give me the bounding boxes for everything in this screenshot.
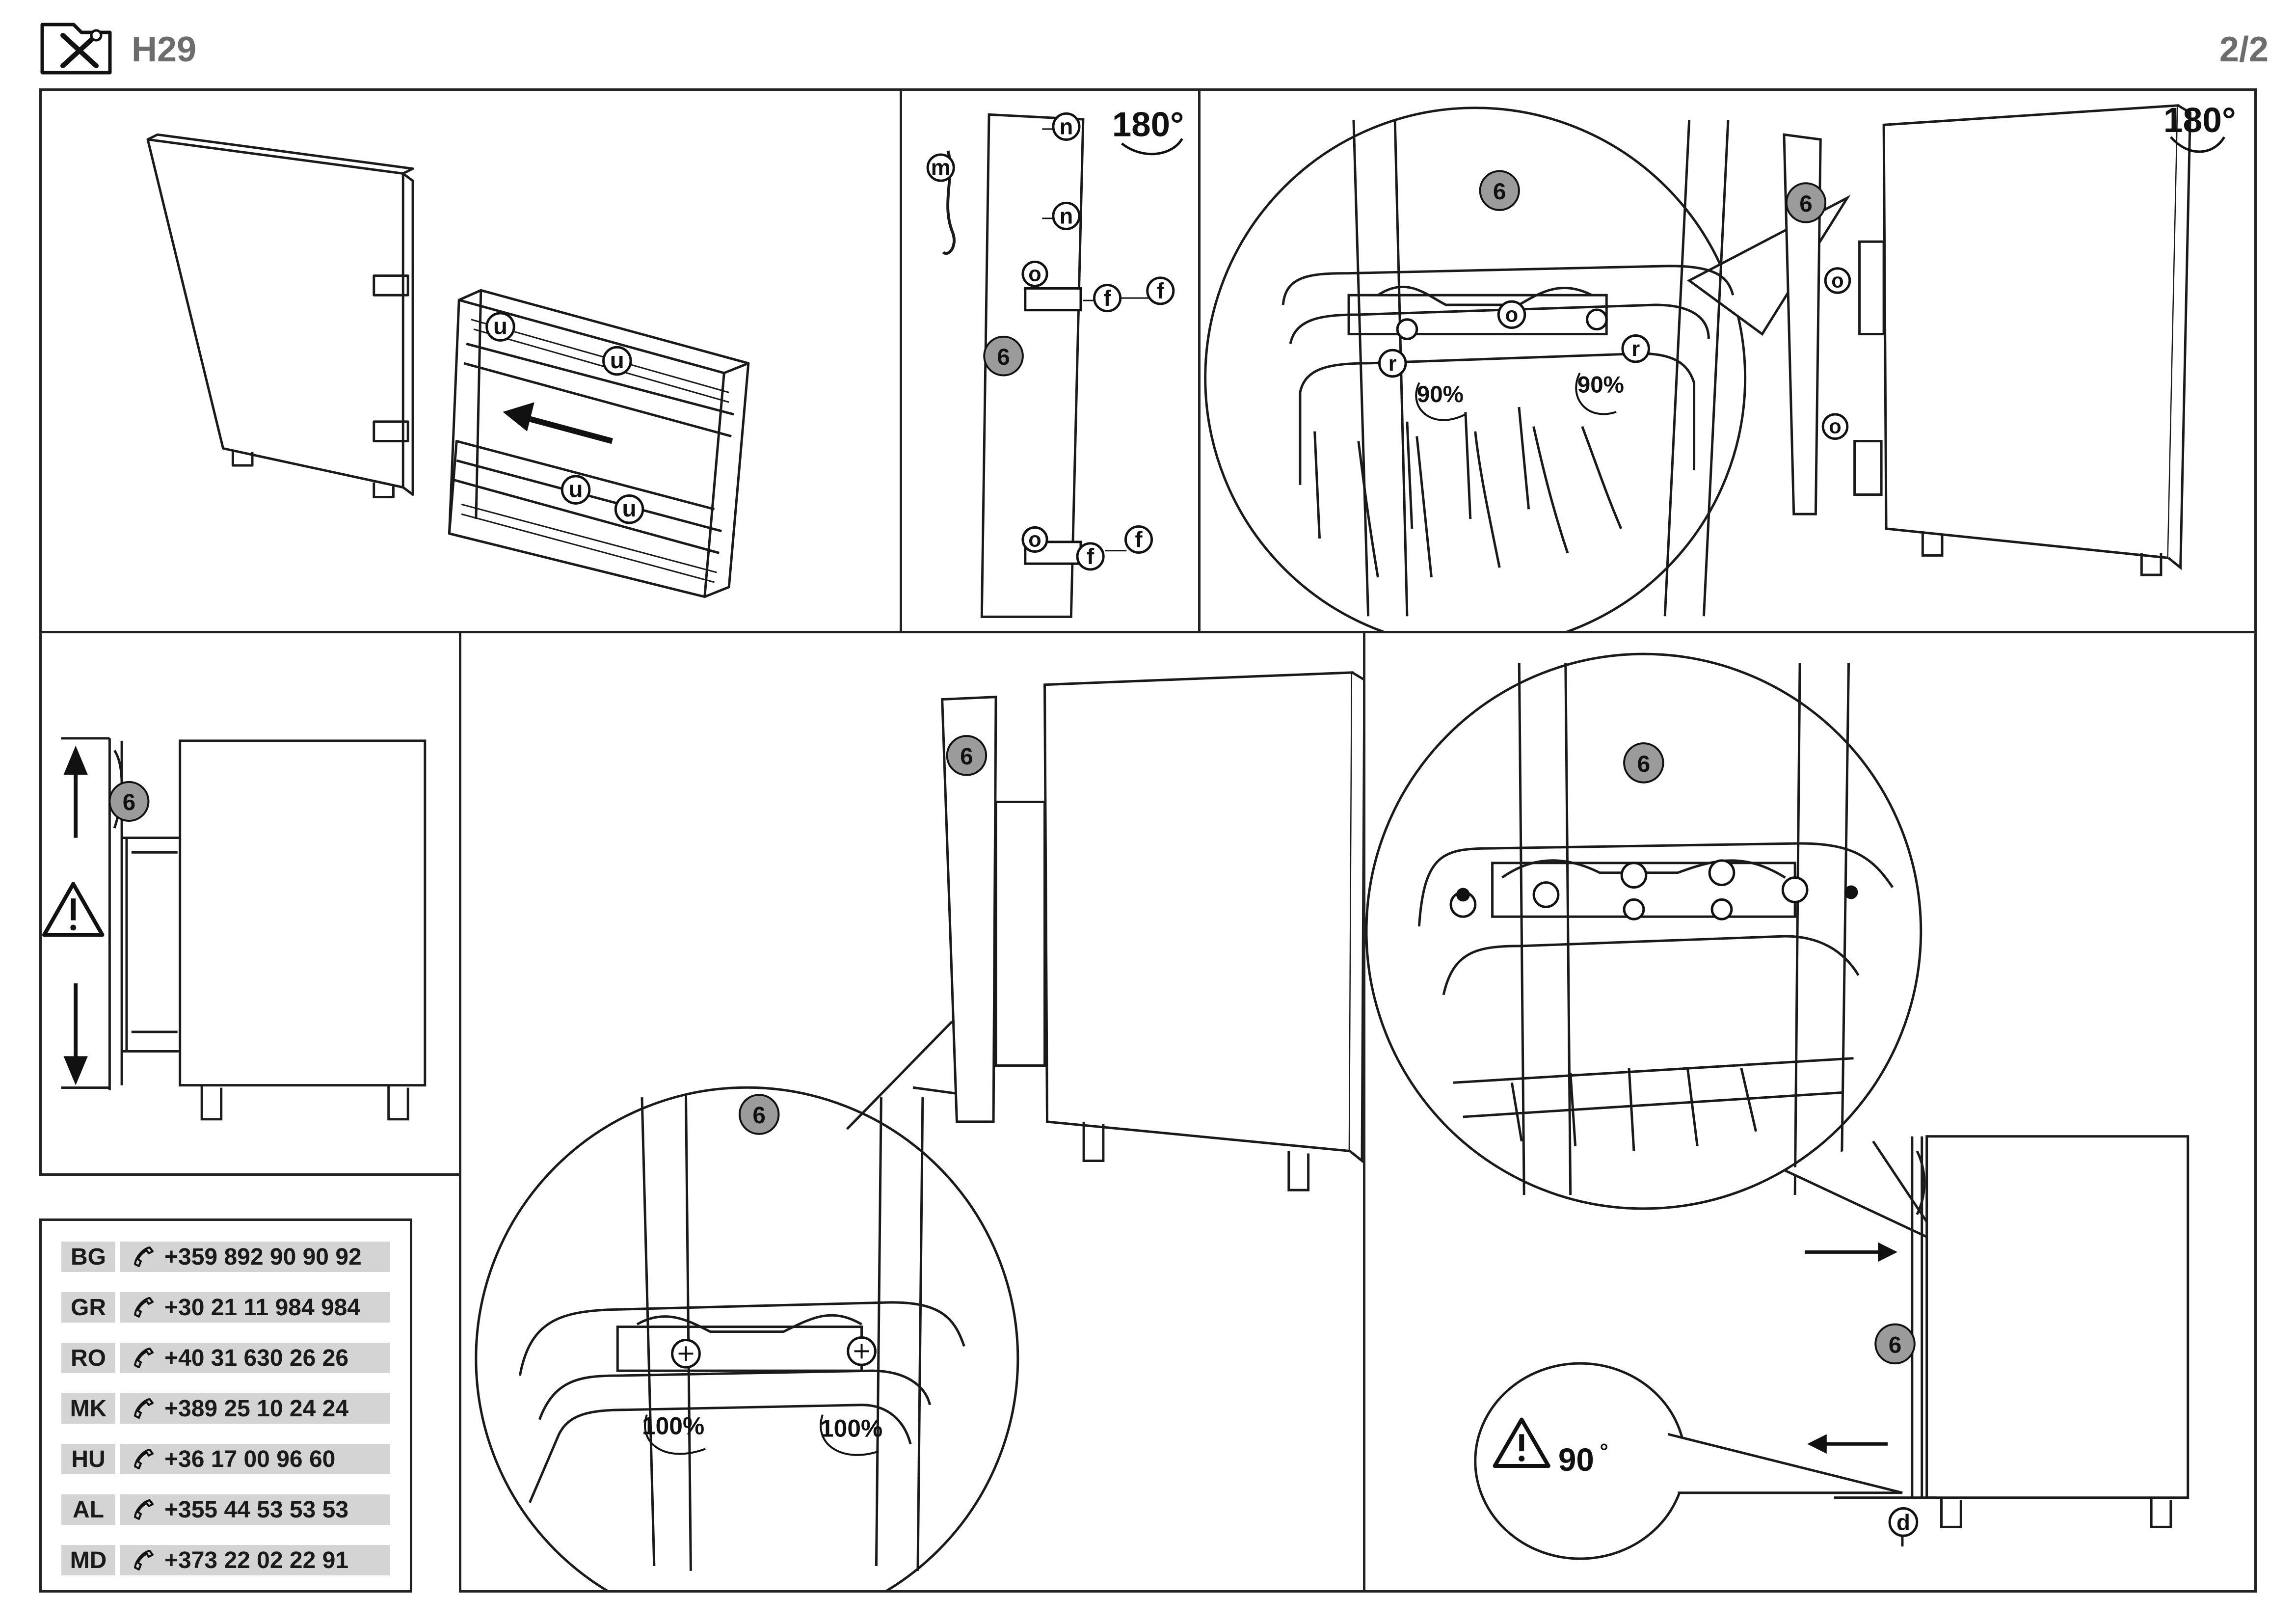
step-slide-basket: u u u u: [39, 88, 902, 633]
turn-100-label-2: 100%: [820, 1414, 882, 1442]
angle-degree-sign: °: [1600, 1439, 1608, 1463]
phone-number[interactable]: +359 892 90 90 92: [120, 1242, 390, 1272]
tighten-illustration: 100% 100% 6 6: [475, 671, 1363, 1590]
phone-text: +373 22 02 22 91: [164, 1547, 349, 1573]
phone-number[interactable]: +389 25 10 24 24: [120, 1393, 390, 1424]
panel-marker-6-zoom: 6: [752, 1103, 766, 1129]
warning-icon: [42, 882, 105, 937]
phone-text: +30 21 11 984 984: [164, 1294, 361, 1321]
warning-icon-2: [1493, 1417, 1550, 1468]
rotate-180-label-2: 180°: [2163, 101, 2236, 140]
step-fix-plate: o r r 90% 90% 6 6 o o 180°: [1198, 88, 2257, 633]
phone-number[interactable]: +30 21 11 984 984: [120, 1292, 390, 1323]
turn-90-label-2: 90%: [1577, 372, 1624, 398]
label-r-1: r: [1388, 352, 1397, 376]
angle-90-label: 90: [1558, 1442, 1594, 1478]
phone-text: +359 892 90 90 92: [164, 1244, 362, 1270]
country-code: MK: [61, 1393, 115, 1424]
country-code: GR: [61, 1292, 115, 1323]
phone-number[interactable]: +40 31 630 26 26: [120, 1343, 390, 1373]
rotate-180-label: 180°: [1112, 106, 1184, 144]
label-u-2: u: [610, 348, 624, 374]
panel-marker-6-detail: 6: [1493, 179, 1506, 205]
label-f-2: f: [1157, 278, 1165, 303]
step-alignment-check: 6 6 d 90 °: [1363, 631, 2257, 1593]
contact-row: MD +373 22 02 22 91: [61, 1544, 390, 1576]
basket-illustration: u u u u: [146, 133, 750, 598]
step-side-check: 6: [39, 631, 461, 1176]
phone-number[interactable]: +36 17 00 96 60: [120, 1444, 390, 1474]
label-u-1: u: [493, 313, 507, 339]
phone-icon: [134, 1246, 154, 1267]
label-r-2: r: [1631, 337, 1640, 361]
contact-row: GR +30 21 11 984 984: [61, 1291, 390, 1324]
label-m: m: [931, 155, 951, 180]
phone-number[interactable]: +373 22 02 22 91: [120, 1545, 390, 1575]
contact-row: MK +389 25 10 24 24: [61, 1392, 390, 1425]
phone-text: +40 31 630 26 26: [164, 1345, 349, 1371]
country-code: MD: [61, 1545, 115, 1575]
label-o-detail: o: [1505, 303, 1519, 327]
label-n-1: n: [1060, 114, 1073, 139]
page-number: 2/2: [2219, 30, 2269, 69]
turn-100-label-1: 100%: [642, 1412, 704, 1439]
label-o-1: o: [1028, 263, 1041, 286]
plate-detail-illustration: o r r 90% 90% 6 6 o o 180°: [1204, 101, 2236, 631]
phone-text: +355 44 53 53 53: [164, 1496, 349, 1523]
model-code: H29: [132, 30, 197, 69]
step-attach-plates: m n n o o f f f f 6 180°: [900, 88, 1201, 633]
label-u-4: u: [622, 496, 637, 522]
label-d: d: [1896, 1510, 1910, 1535]
phone-icon: [134, 1348, 154, 1368]
label-u-group: u u u u: [485, 312, 644, 524]
panel-marker-6-side: 6: [123, 789, 135, 815]
phone-text: +36 17 00 96 60: [164, 1446, 336, 1472]
label-o-cab-1: o: [1831, 269, 1843, 292]
panel-marker-6-cab2: 6: [960, 744, 973, 770]
panel-marker-6-side2: 6: [1889, 1332, 1902, 1358]
panel-marker-6-top: 6: [1637, 751, 1651, 777]
label-o-cab-2: o: [1829, 415, 1841, 438]
front-panel-illustration: m n n o o f f f f 6 180°: [926, 106, 1184, 618]
label-u-3: u: [569, 476, 583, 502]
step-tighten-screws: 100% 100% 6 6: [459, 631, 1365, 1593]
contact-row: AL +355 44 53 53 53: [61, 1493, 390, 1526]
turn-90-label-1: 90%: [1417, 381, 1464, 407]
label-f-4: f: [1135, 527, 1143, 552]
phone-text: +389 25 10 24 24: [164, 1395, 349, 1422]
label-n-2: n: [1060, 204, 1073, 229]
country-code: AL: [61, 1494, 115, 1525]
label-f-1: f: [1104, 286, 1112, 311]
country-code: BG: [61, 1242, 115, 1272]
phone-icon: [134, 1398, 154, 1419]
phone-icon: [134, 1297, 154, 1318]
label-o-2: o: [1028, 528, 1041, 552]
panel-marker-6: 6: [997, 344, 1010, 370]
tools-icon: [39, 21, 113, 76]
phone-icon: [134, 1550, 154, 1570]
phone-icon: [134, 1449, 154, 1469]
label-f-3: f: [1087, 544, 1095, 569]
alignment-illustration: 6 6 d 90 °: [1365, 652, 2189, 1560]
contact-row: RO +40 31 630 26 26: [61, 1342, 390, 1374]
side-view-illustration: 6: [42, 737, 427, 1121]
panel-marker-6-cabinet: 6: [1799, 191, 1812, 217]
country-code: HU: [61, 1444, 115, 1474]
phone-number[interactable]: +355 44 53 53 53: [120, 1494, 390, 1525]
phone-icon: [134, 1499, 154, 1520]
country-code: RO: [61, 1343, 115, 1373]
contact-row: HU +36 17 00 96 60: [61, 1443, 390, 1475]
contact-row: BG +359 892 90 90 92: [61, 1241, 390, 1273]
